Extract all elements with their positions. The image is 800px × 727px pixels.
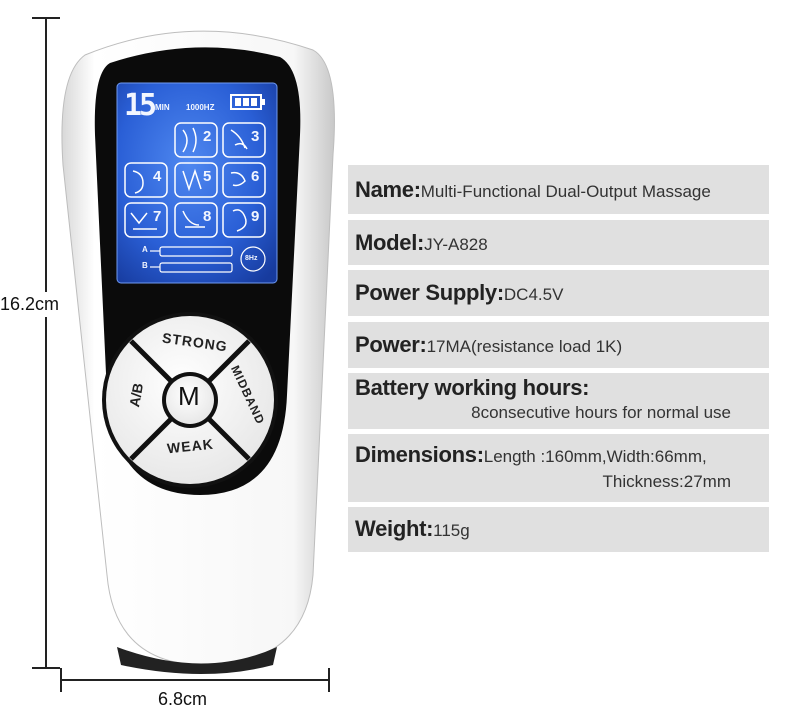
mode-4-label: 4 [153,168,162,185]
spec-power-supply-value: DC4.5V [503,285,564,304]
mode-8-label: 8 [203,208,212,225]
spec-name-key: Name: [355,177,421,202]
mode-7-label: 7 [153,208,162,225]
mode-3-label: 3 [251,128,260,145]
width-line-cap-left [60,668,62,692]
massager-device [61,30,335,674]
spec-model-value: JY-A828 [424,235,488,254]
spec-row-dimensions: Dimensions:Length :160mm,Width:66mm, Thi… [348,434,769,502]
spec-dimensions-value-line1: Length :160mm,Width:66mm, [483,447,707,466]
frequency-readout: 1000HZ [186,103,215,112]
height-label: 16.2cm [0,292,60,317]
spec-row-power-supply: Power Supply:DC4.5V [348,270,769,316]
height-dimension-line [45,18,47,668]
spec-weight-key: Weight: [355,516,434,541]
spec-row-weight: Weight:115g [348,507,769,552]
spec-dimensions-value-line2: Thickness:27mm [602,472,731,491]
spec-power-key: Power: [355,332,427,357]
spec-power-supply-key: Power Supply: [355,280,504,305]
spec-battery-value: 8consecutive hours for normal use [471,403,731,422]
button-cluster [102,312,278,488]
spec-row-power: Power:17MA(resistance load 1K) [348,322,769,368]
battery-icon [230,94,265,110]
mode-5-label: 5 [203,168,212,185]
height-line-cap-bottom [32,667,60,669]
channel-bars [150,246,266,273]
spec-row-model: Model:JY-A828 [348,220,769,265]
spec-row-name: Name:Multi-Functional Dual-Output Massag… [348,165,769,214]
mode-grid [124,122,266,238]
lcd-screen [116,82,278,284]
width-line-cap-right [328,668,330,692]
spec-weight-value: 115g [433,521,470,540]
spec-power-value: 17MA(resistance load 1K) [426,337,623,356]
device-bottom-cap [117,647,277,674]
channel-a-label: A [142,245,148,254]
spec-battery-key: Battery working hours: [355,375,590,400]
width-dimension-line [62,679,330,681]
channel-b-label: B [142,261,148,270]
spec-dimensions-key: Dimensions: [355,442,484,467]
frequency-badge: 8Hz [245,255,258,262]
spec-row-battery: Battery working hours: 8consecutive hour… [348,373,769,429]
spec-model-key: Model: [355,230,425,255]
mode-button[interactable]: M [178,381,200,411]
mode-2-label: 2 [203,128,212,145]
timer-unit-label: MIN [155,103,170,112]
width-label: 6.8cm [158,689,208,709]
timer-readout: 15 [124,88,157,123]
spec-name-value: Multi-Functional Dual-Output Massage [420,182,711,201]
mode-9-label: 9 [251,208,260,225]
mode-6-label: 6 [251,168,260,185]
